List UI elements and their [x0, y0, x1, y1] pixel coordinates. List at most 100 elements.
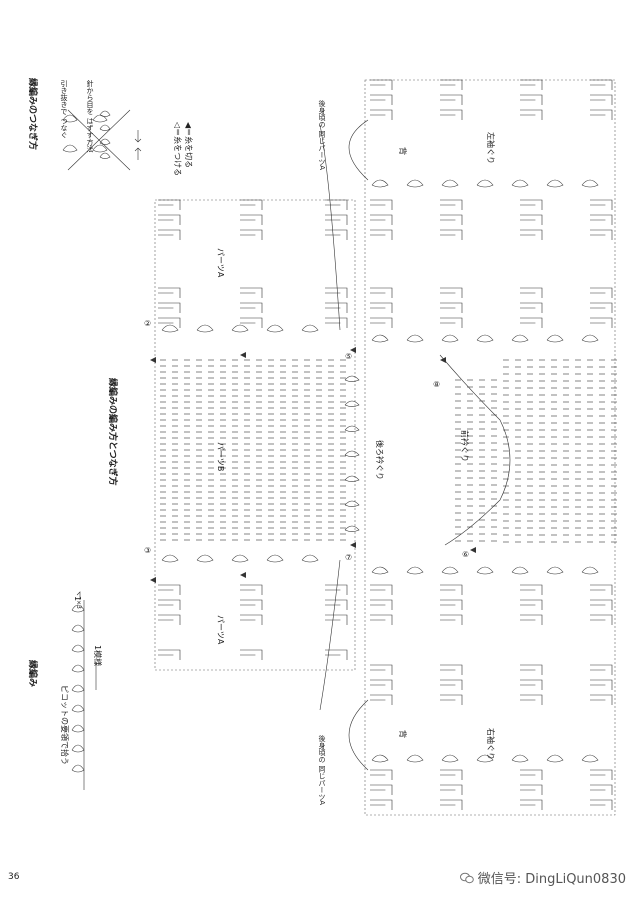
chain-loop	[344, 475, 360, 482]
label-back-collar: 後ろ衿ぐり	[375, 440, 384, 480]
stitch-block	[520, 614, 543, 625]
stitch-block	[370, 79, 393, 90]
join-line	[67, 109, 131, 171]
chain-loop	[546, 566, 564, 575]
stitch-block	[370, 317, 393, 328]
chain-loop	[266, 554, 284, 563]
chain-loop	[71, 724, 85, 733]
cut-marker	[240, 572, 246, 578]
stitch-block	[520, 694, 543, 705]
chain-loop	[161, 554, 179, 563]
stitch-block	[590, 94, 613, 105]
chain-loop	[344, 500, 360, 507]
stitch-block	[158, 614, 181, 625]
stitch-block	[590, 317, 613, 328]
legend-attach: ◁＝糸をつける	[173, 122, 182, 177]
join-arrow-bottom	[319, 559, 341, 711]
stitch-block	[440, 229, 463, 240]
stitch-block	[440, 694, 463, 705]
chain-loop	[62, 114, 78, 123]
stitch-block	[590, 679, 613, 690]
chain-loop	[581, 334, 599, 343]
stitch-block	[440, 317, 463, 328]
chain-loop	[161, 324, 179, 333]
stitch-block	[325, 317, 348, 328]
stitch-block	[158, 302, 181, 313]
page-number: 36	[8, 872, 20, 882]
step-marker-2: ②	[144, 319, 152, 328]
stitch-block	[590, 664, 613, 675]
stitch-block	[240, 287, 263, 298]
step-marker-7: ⑦	[345, 553, 353, 562]
chain-loop	[231, 554, 249, 563]
stitch-block	[520, 664, 543, 675]
stitch-block	[440, 664, 463, 675]
chain-loop	[371, 179, 389, 188]
stitch-block	[520, 799, 543, 810]
picot-note: ピコットの要領で拾う	[60, 685, 69, 765]
chain-loop	[371, 754, 389, 763]
stitch-block	[240, 584, 263, 595]
chain-loop	[71, 624, 85, 633]
note-back-bodice-top: 後身頃の 同じパーツA	[318, 100, 326, 171]
stitch-block	[370, 302, 393, 313]
stitch-block	[590, 599, 613, 610]
chain-loop	[371, 566, 389, 575]
chain-loop	[511, 334, 529, 343]
stitch-block	[240, 317, 263, 328]
chain-loop	[344, 450, 360, 457]
bodice-frame	[364, 79, 616, 816]
stitch-block	[590, 79, 613, 90]
row-arrow	[76, 591, 81, 600]
stitch-block	[520, 94, 543, 105]
stitch-block	[520, 317, 543, 328]
stitch-block	[370, 584, 393, 595]
chain-loop	[99, 124, 111, 131]
stitch-block	[325, 229, 348, 240]
chain-loop	[371, 334, 389, 343]
stitch-block	[440, 679, 463, 690]
chain-loop	[406, 754, 424, 763]
chain-loop	[406, 566, 424, 575]
stitch-block	[590, 199, 613, 210]
chain-loop	[546, 754, 564, 763]
right-armhole-curve	[348, 699, 369, 771]
stitch-block	[240, 214, 263, 225]
stitch-count: ×3	[75, 600, 82, 609]
chain-loop	[581, 179, 599, 188]
chain-loop	[301, 324, 319, 333]
stitch-block	[370, 199, 393, 210]
title-main: 縁編みの編み方とつなぎ方	[107, 378, 117, 486]
stitch-block	[520, 302, 543, 313]
stitch-block	[440, 199, 463, 210]
stitch-block	[370, 109, 393, 120]
chain-loop	[71, 664, 85, 673]
stitch-block	[240, 614, 263, 625]
chain-loop	[511, 566, 529, 575]
stitch-block	[440, 614, 463, 625]
stitch-block	[158, 317, 181, 328]
front-neckline	[439, 354, 511, 546]
chain-loop	[441, 179, 459, 188]
label-parts-a-bottom: パーツA	[216, 615, 225, 645]
chain-loop	[62, 144, 78, 153]
stitch-block	[440, 302, 463, 313]
cut-marker	[350, 542, 356, 548]
stitch-block	[590, 769, 613, 780]
stitch-block	[325, 199, 348, 210]
stitch-block	[590, 302, 613, 313]
label-parts-a-top: パーツA	[216, 248, 225, 278]
chain-loop	[476, 566, 494, 575]
cut-marker	[470, 547, 476, 553]
watermark: 微信号: DingLiQun0830	[459, 868, 626, 887]
chain-loop	[71, 764, 85, 773]
stitch-block	[325, 302, 348, 313]
chain-loop	[71, 744, 85, 753]
legend-cut: ◀＝糸を切る	[184, 122, 193, 169]
chain-loop	[99, 110, 111, 117]
label-back-top: 背	[398, 147, 407, 155]
chain-loop	[546, 334, 564, 343]
join-note-1: 引き抜きで つなぐ	[60, 80, 68, 139]
stitch-block	[158, 199, 181, 210]
